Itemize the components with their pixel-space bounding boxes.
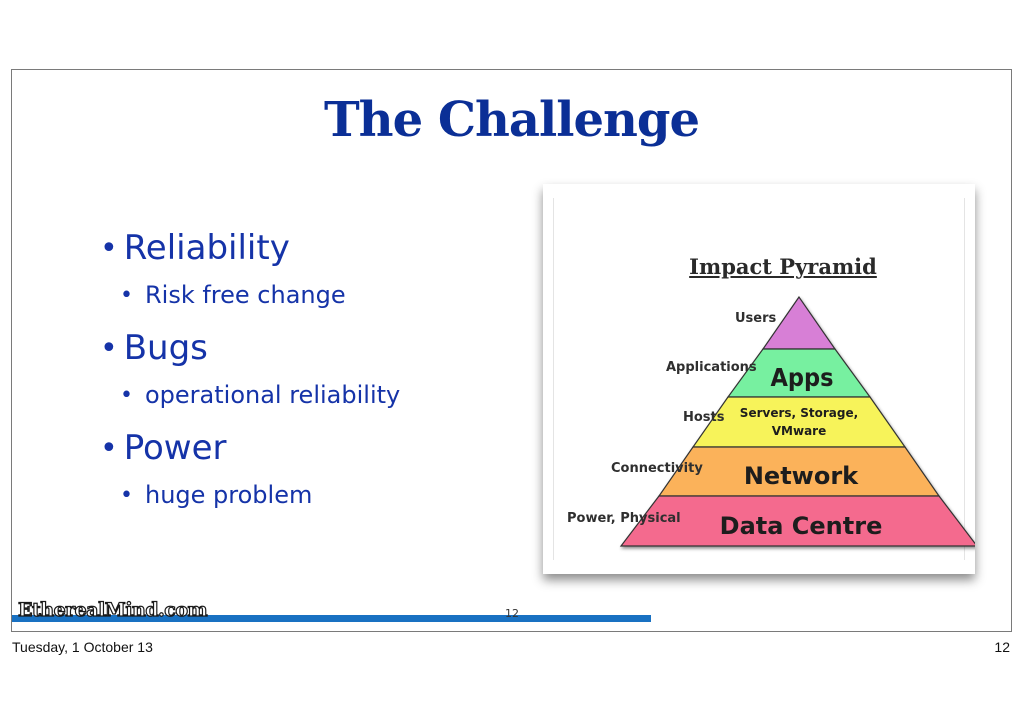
bullet-dot-icon: •: [100, 430, 118, 466]
level-text-network: Network: [744, 462, 859, 490]
level-text-hosts-line2: VMware: [772, 424, 826, 438]
slide-page-number: 12: [505, 607, 519, 620]
footer-page-number: 12: [994, 639, 1010, 655]
sub-bullet-text: huge problem: [144, 481, 313, 509]
frame-inner-line: [553, 198, 554, 560]
pyramid-title: Impact Pyramid: [689, 254, 877, 279]
sub-bullet-risk-free-change: • Risk free change: [120, 278, 520, 312]
bullet-power: • Power: [100, 428, 520, 468]
bullet-text: Power: [123, 428, 227, 468]
bullet-text: Bugs: [123, 328, 208, 368]
side-label-applications: Applications: [666, 360, 757, 375]
sub-bullet-text: Risk free change: [144, 281, 346, 309]
bullet-dot-icon: •: [120, 382, 133, 408]
pyramid-level-power-physical: [619, 495, 975, 547]
bullet-reliability: • Reliability: [100, 228, 520, 268]
side-label-users: Users: [735, 311, 777, 326]
impact-pyramid-image: Impact Pyramid Apps Servers, Storage, VM…: [543, 184, 975, 574]
level-text-data-centre: Data Centre: [720, 512, 883, 540]
slide-title: The Challenge: [323, 92, 700, 148]
level-text-hosts-line1: Servers, Storage,: [740, 406, 858, 420]
level-text-apps: Apps: [770, 363, 833, 392]
side-label-power-physical: Power, Physical: [567, 511, 681, 526]
bullet-dot-icon: •: [100, 330, 118, 366]
bullet-text: Reliability: [123, 228, 290, 268]
bullet-dot-icon: •: [120, 282, 133, 308]
side-label-connectivity: Connectivity: [611, 461, 703, 476]
bullet-list: • Reliability • Risk free change • Bugs …: [100, 228, 520, 528]
brand-bar: [12, 615, 651, 622]
frame-inner-line: [964, 198, 965, 560]
bullet-dot-icon: •: [120, 482, 133, 508]
sub-bullet-text: operational reliability: [144, 381, 401, 409]
footer-date: Tuesday, 1 October 13: [12, 639, 153, 655]
brand-logo: EtherealMind.com: [17, 598, 208, 621]
bullet-bugs: • Bugs: [100, 328, 520, 368]
slide: The Challenge • Reliability • Risk free …: [11, 69, 1012, 632]
side-label-hosts: Hosts: [683, 410, 725, 425]
pyramid-diagram: Apps Servers, Storage, VMware Network Da…: [619, 295, 975, 547]
bullet-dot-icon: •: [100, 230, 118, 266]
sub-bullet-huge-problem: • huge problem: [120, 478, 520, 512]
sub-bullet-operational-reliability: • operational reliability: [120, 378, 520, 412]
